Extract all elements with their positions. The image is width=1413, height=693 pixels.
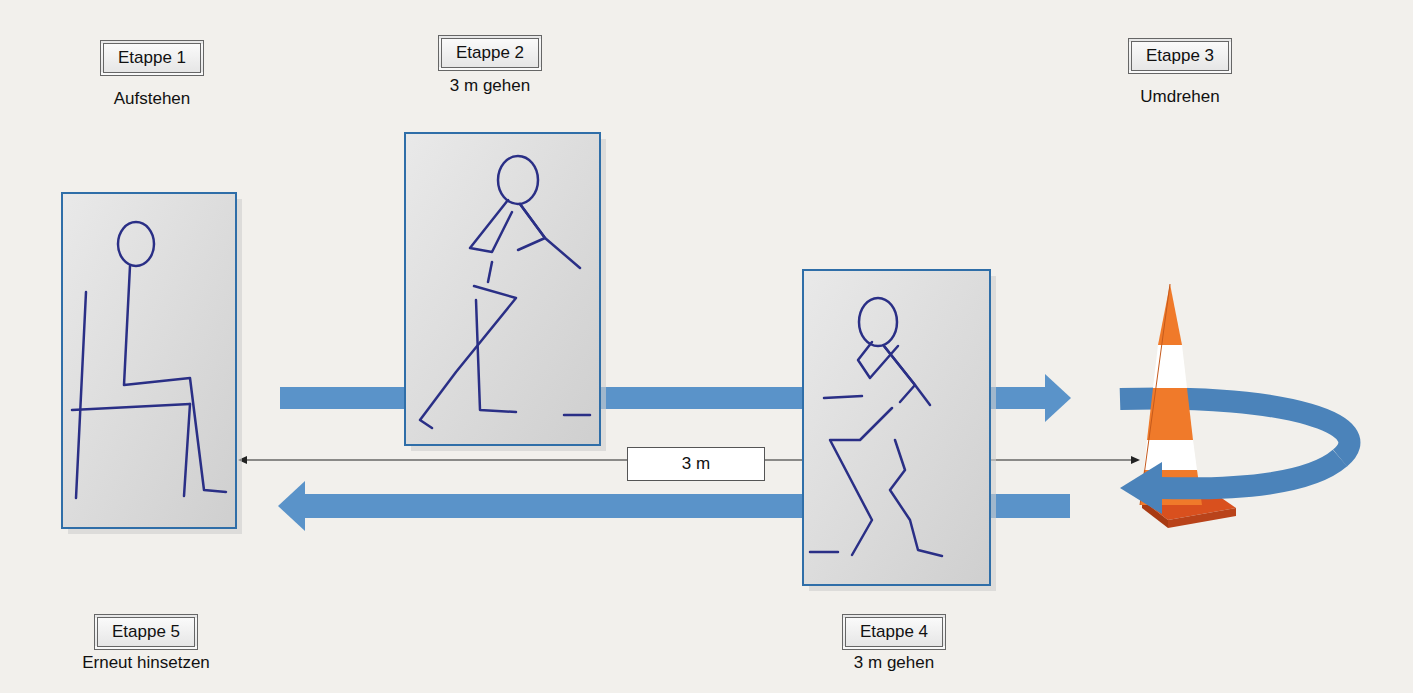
stage-label: Etappe 43 m gehen [842, 614, 946, 674]
seated-figure [62, 193, 242, 534]
walking-figure [405, 133, 606, 451]
stage-caption: Umdrehen [1128, 86, 1232, 108]
turn-arrow-head [1120, 462, 1162, 514]
stage-caption: 3 m gehen [438, 75, 542, 97]
stage-caption: 3 m gehen [842, 652, 946, 674]
stage-number: Etappe 2 [438, 35, 542, 71]
stage-number: Etappe 5 [94, 614, 198, 650]
stage-label: Etappe 1 Aufstehen [100, 40, 204, 110]
turn-arrow [1160, 458, 1340, 488]
walking-figure [803, 270, 996, 591]
stage-number: Etappe 1 [100, 40, 204, 76]
stage-label: Etappe 5Erneut hinsetzen [82, 614, 210, 674]
dimension-value: 3 m [627, 447, 765, 481]
stage-caption: Aufstehen [100, 88, 204, 110]
stage-label: Etappe 3 Umdrehen [1128, 38, 1232, 108]
stage-label: Etappe 2 3 m gehen [438, 35, 542, 97]
stage-number: Etappe 3 [1128, 38, 1232, 74]
dimension-label: 3 m [627, 447, 765, 481]
stage-number: Etappe 4 [842, 614, 946, 650]
stage-caption: Erneut hinsetzen [82, 652, 210, 674]
